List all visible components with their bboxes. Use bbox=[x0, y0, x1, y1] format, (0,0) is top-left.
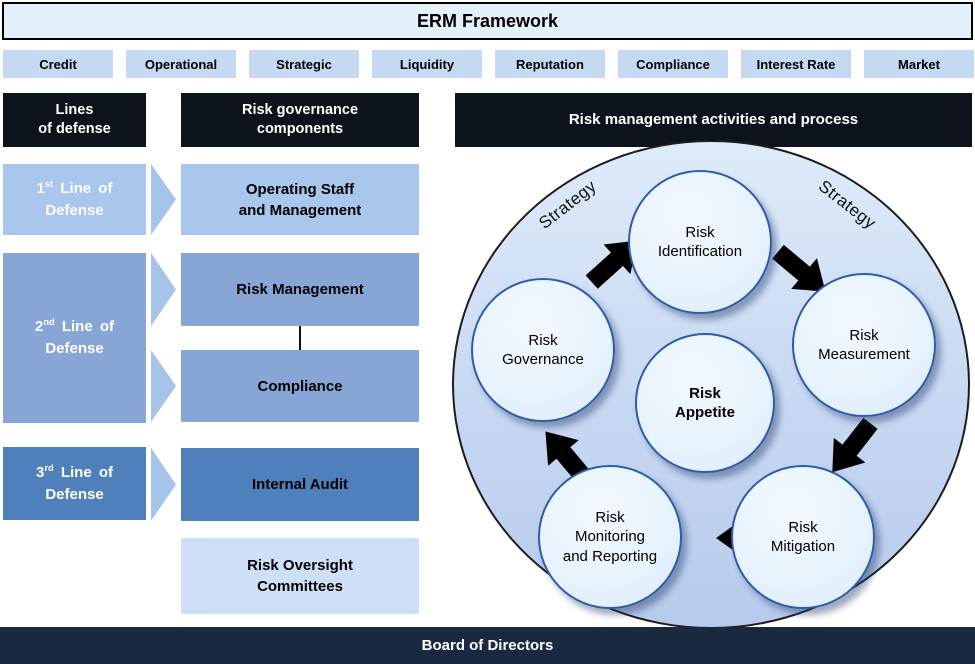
node-risk-measurement: Risk Measurement bbox=[792, 273, 936, 417]
header-risk-management-activities: Risk management activities and process bbox=[455, 93, 972, 147]
line-text: Line of bbox=[53, 179, 113, 197]
node-risk-appetite: Risk Appetite bbox=[635, 333, 775, 473]
node-risk-mitigation: Risk Mitigation bbox=[731, 465, 875, 609]
category-strategic: Strategic bbox=[249, 50, 359, 78]
box-compliance: Compliance bbox=[181, 350, 419, 422]
line-text-2: Defense bbox=[45, 201, 104, 219]
box-risk-management: Risk Management bbox=[181, 253, 419, 326]
line-number: 2 bbox=[34, 318, 44, 336]
category-liquidity: Liquidity bbox=[372, 50, 482, 78]
connector-line-risk-management-compliance bbox=[299, 326, 301, 350]
line-ordinal-suffix: st bbox=[44, 178, 54, 189]
box-third-line-of-defense: 3rd Line of Defense bbox=[3, 447, 146, 520]
line-ordinal-suffix: rd bbox=[44, 462, 54, 473]
category-operational: Operational bbox=[126, 50, 236, 78]
chevron-arrow-second-line-top bbox=[151, 253, 176, 326]
header-lines-of-defense: Lines of defense bbox=[3, 93, 146, 147]
board-of-directors-bar: Board of Directors bbox=[0, 627, 975, 664]
chevron-arrow-first-line bbox=[151, 164, 176, 235]
box-first-line-of-defense: 1st Line of Defense bbox=[3, 164, 146, 235]
line-number: 3 bbox=[36, 463, 45, 481]
chevron-arrow-third-line bbox=[151, 448, 176, 521]
node-risk-monitoring-and-reporting: Risk Monitoring and Reporting bbox=[538, 465, 682, 609]
page-title: ERM Framework bbox=[2, 2, 973, 40]
risk-category-strip: Credit Operational Strategic Liquidity R… bbox=[3, 50, 974, 78]
box-internal-audit: Internal Audit bbox=[181, 448, 419, 521]
line-ordinal-suffix: nd bbox=[43, 317, 55, 328]
node-risk-governance: Risk Governance bbox=[471, 278, 615, 422]
category-market: Market bbox=[864, 50, 974, 78]
box-operating-staff-and-management: Operating Staff and Management bbox=[181, 164, 419, 235]
chevron-arrow-second-line-bottom bbox=[151, 350, 176, 422]
category-credit: Credit bbox=[3, 50, 113, 78]
line-text-2: Defense bbox=[45, 340, 104, 357]
header-risk-governance-components: Risk governance components bbox=[181, 93, 419, 147]
line-number: 1 bbox=[36, 179, 45, 197]
line-text-2: Defense bbox=[45, 485, 104, 503]
box-second-line-of-defense: 2nd Line of Defense bbox=[3, 253, 146, 423]
line-text: Line of bbox=[54, 318, 115, 336]
category-reputation: Reputation bbox=[495, 50, 605, 78]
box-risk-oversight-committees: Risk Oversight Committees bbox=[181, 538, 419, 614]
category-interest-rate: Interest Rate bbox=[741, 50, 851, 78]
line-text: Line of bbox=[53, 463, 113, 481]
node-risk-identification: Risk Identification bbox=[628, 170, 772, 314]
category-compliance: Compliance bbox=[618, 50, 728, 78]
